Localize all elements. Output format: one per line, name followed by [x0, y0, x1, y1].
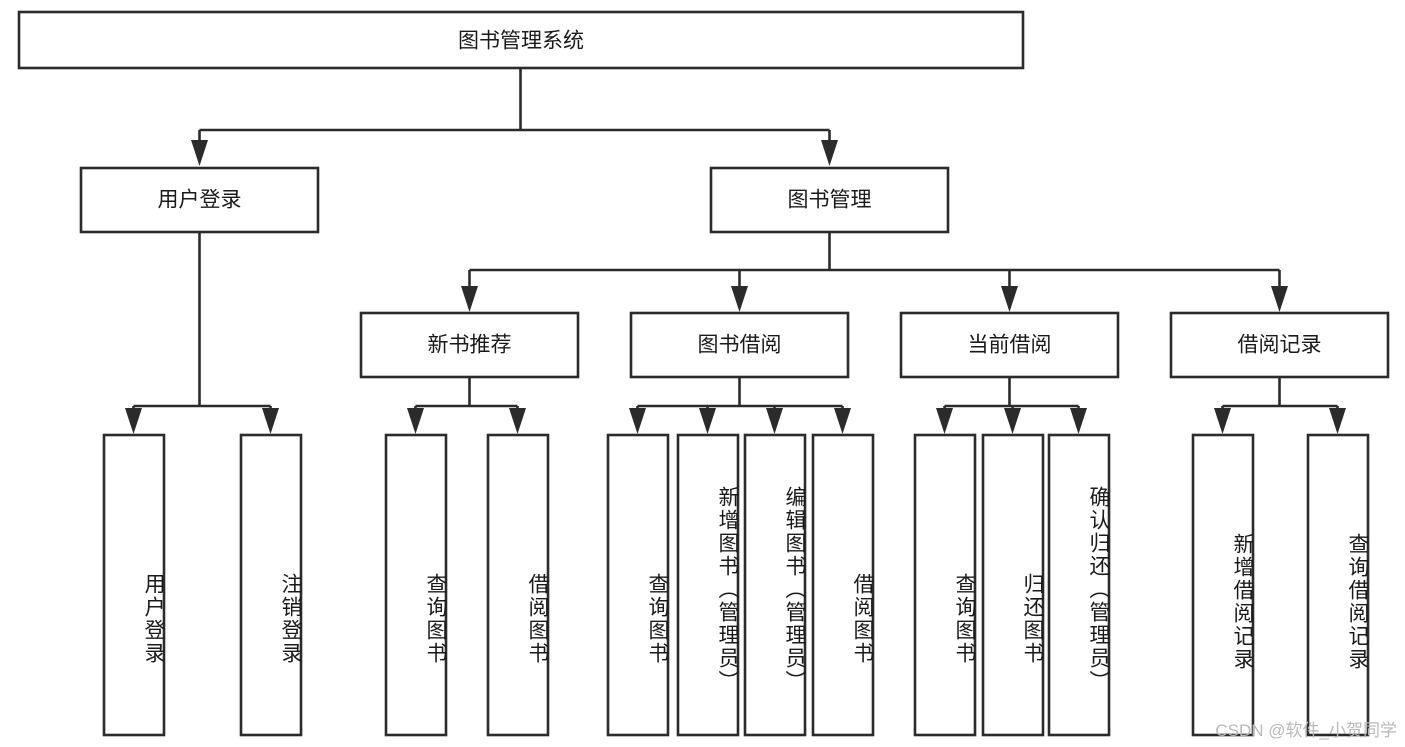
label-root: 图书管理系统: [458, 30, 584, 53]
node-label-group: 图书管理系统 用户登录 图书管理 新书推荐 图书借阅 当前借阅 借阅记录: [158, 30, 1322, 357]
label-new-book-recommend: 新书推荐: [428, 334, 512, 357]
arrow-head-leaf-2a: [407, 408, 424, 434]
node-leaf-query-book-2[interactable]: [606, 433, 670, 737]
arrow-head-leaf-3d: [834, 408, 851, 434]
label-user-login: 用户登录: [158, 189, 242, 212]
node-leaf-logout-login[interactable]: [239, 433, 303, 737]
node-leaf-edit-book-admin[interactable]: [743, 433, 807, 737]
connector-group: [125, 68, 1346, 434]
label-book-manage: 图书管理: [788, 189, 872, 212]
node-box-group: [17, 10, 1390, 737]
label-borrow-record: 借阅记录: [1238, 334, 1322, 357]
arrow-head-borrow-record: [1271, 286, 1288, 312]
node-leaf-confirm-return-admin[interactable]: [1047, 433, 1111, 737]
label-book-borrow: 图书借阅: [698, 334, 782, 357]
arrow-head-current-borrow: [1001, 286, 1018, 312]
label-current-borrow: 当前借阅: [968, 334, 1052, 357]
node-leaf-query-book-1[interactable]: [384, 433, 448, 737]
node-book-manage[interactable]: [709, 166, 950, 234]
watermark-text: CSDN @软件_小贺同学: [1215, 721, 1397, 740]
node-book-borrow[interactable]: [629, 311, 850, 379]
arrow-head-leaf-1b: [262, 408, 279, 434]
arrow-head-leaf-5b: [1329, 408, 1346, 434]
node-current-borrow[interactable]: [899, 311, 1120, 379]
node-root[interactable]: [17, 10, 1025, 70]
arrow-head-leaf-4a: [936, 408, 953, 434]
node-leaf-query-book-3[interactable]: [913, 433, 977, 737]
node-user-login[interactable]: [79, 166, 320, 234]
arrow-head-leaf-2b: [509, 408, 526, 434]
arrow-head-leaf-4c: [1070, 408, 1087, 434]
node-leaf-add-book-admin[interactable]: [676, 433, 740, 737]
arrow-head-user-login: [191, 140, 208, 166]
arrow-head-leaf-3c: [766, 408, 783, 434]
node-leaf-user-login[interactable]: [102, 433, 166, 737]
node-leaf-return-book[interactable]: [981, 433, 1045, 737]
node-leaf-query-borrow-record[interactable]: [1306, 433, 1370, 737]
node-leaf-borrow-book-1[interactable]: [486, 433, 550, 737]
arrow-head-leaf-3b: [699, 408, 716, 434]
arrow-head-new-book-recommend: [461, 286, 478, 312]
arrow-head-leaf-5a: [1214, 408, 1231, 434]
arrow-head-leaf-1a: [125, 408, 142, 434]
arrow-head-leaf-4b: [1004, 408, 1021, 434]
arrow-head-book-borrow: [731, 286, 748, 312]
node-leaf-borrow-book-2[interactable]: [811, 433, 875, 737]
node-leaf-add-borrow-record[interactable]: [1191, 433, 1255, 737]
arrow-head-book-manage: [821, 140, 838, 166]
node-borrow-record[interactable]: [1169, 311, 1390, 379]
node-new-book-recommend[interactable]: [359, 311, 580, 379]
arrow-head-leaf-3a: [629, 408, 646, 434]
